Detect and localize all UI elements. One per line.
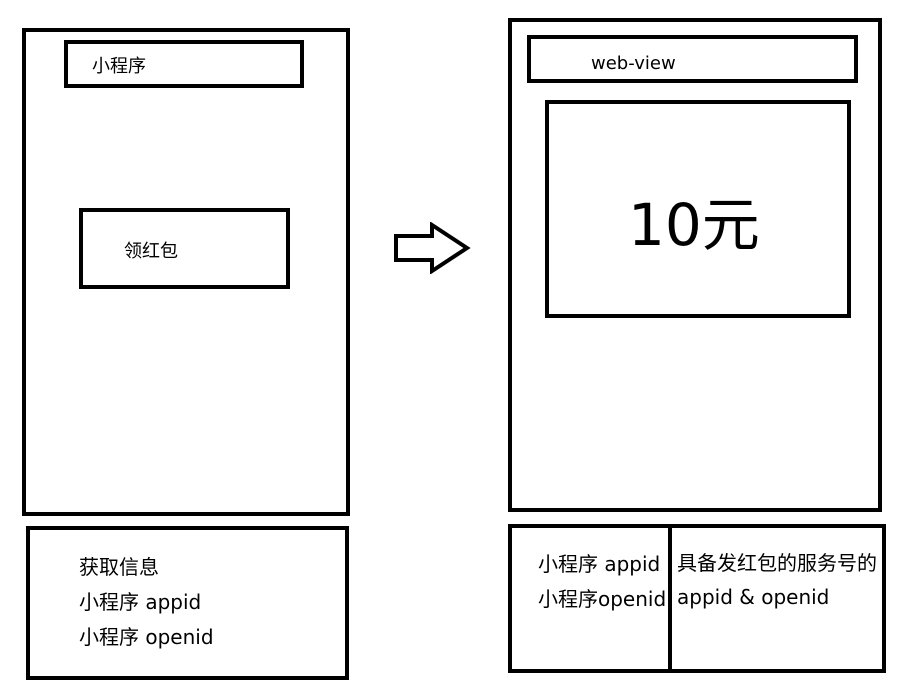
web-view-title-bar [527,35,858,83]
service-account-ids: appid & openid [677,585,830,609]
info-appid: 小程序 appid [79,590,202,614]
info-panel-divider [668,524,672,673]
mini-program-appid: 小程序 appid [538,552,661,576]
mini-program-title-bar [64,40,304,88]
web-view-title: web-view [591,53,676,74]
web-view-info-panel [508,524,886,673]
mini-program-title: 小程序 [92,56,146,77]
service-account-heading: 具备发红包的服务号的 [677,551,877,575]
red-packet-amount: 10元 [628,191,760,259]
mini-program-openid: 小程序openid [538,587,667,611]
info-openid: 小程序 openid [79,625,214,649]
mini-program-info-panel [26,526,349,680]
claim-red-packet-label: 领红包 [124,241,178,262]
red-packet-amount-box [545,100,851,318]
claim-red-packet-button[interactable] [79,208,290,289]
info-heading: 获取信息 [79,555,159,579]
right-arrow-icon [394,222,471,274]
